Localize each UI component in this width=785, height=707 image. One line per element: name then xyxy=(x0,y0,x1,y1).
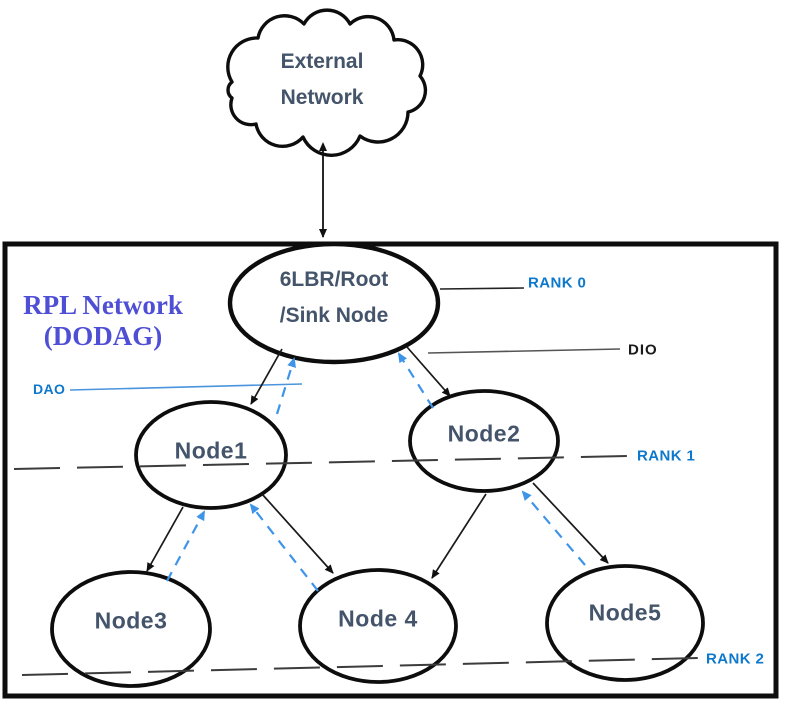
external-network-line2: Network xyxy=(280,86,364,109)
rpl-network-line2: (DODAG) xyxy=(43,321,163,351)
rank0-pointer-line xyxy=(439,287,525,290)
node1-ellipse xyxy=(134,400,288,510)
dodag-boundary-box xyxy=(2,241,779,699)
root-node-line1: 6LBR/Root xyxy=(279,268,389,291)
external-network-label: External Network xyxy=(281,44,364,116)
dao-pointer-line xyxy=(69,383,303,391)
node4-label: Node 4 xyxy=(338,605,418,632)
root-node-label: 6LBR/Root /Sink Node xyxy=(280,262,389,334)
node5-label: Node5 xyxy=(588,599,662,626)
external-network-line1: External xyxy=(280,50,364,73)
node3-label: Node3 xyxy=(94,607,168,634)
node2-ellipse xyxy=(408,389,560,493)
dao-label: DAO xyxy=(33,381,66,397)
dao-arrow-node4-node1 xyxy=(249,503,319,592)
rpl-network-line1: RPL Network xyxy=(23,290,183,320)
dio-arrow-root-node1 xyxy=(250,348,283,405)
node2-label: Node2 xyxy=(447,420,521,447)
rpl-network-label: RPL Network (DODAG) xyxy=(23,290,183,352)
cloud-shape xyxy=(226,8,428,158)
dao-arrow-node3-node1 xyxy=(166,510,205,582)
rank1-label: RANK 1 xyxy=(637,447,696,465)
root-node-ellipse xyxy=(227,241,441,365)
dio-arrow-node2-node5 xyxy=(532,482,609,564)
node4-ellipse xyxy=(298,568,458,684)
dio-pointer-line xyxy=(427,348,621,354)
dao-arrow-node2-root xyxy=(397,352,434,409)
node3-ellipse xyxy=(50,570,212,688)
dao-arrow-node1-root xyxy=(275,357,296,415)
dio-label: DIO xyxy=(628,341,658,359)
dao-arrow-node5-node2 xyxy=(521,490,586,566)
rank0-label: RANK 0 xyxy=(528,274,587,292)
rank1-line xyxy=(13,455,629,470)
node5-ellipse xyxy=(545,564,705,682)
node1-label: Node1 xyxy=(174,437,248,464)
rank2-line xyxy=(21,657,699,676)
root-node-line2: /Sink Node xyxy=(279,304,389,327)
dio-arrow-node2-node4 xyxy=(431,493,487,579)
dio-arrow-root-node2 xyxy=(406,346,451,397)
dio-arrow-node1-node4 xyxy=(261,493,334,574)
dio-arrow-node1-node3 xyxy=(146,506,184,572)
rank2-label: RANK 2 xyxy=(706,650,765,668)
